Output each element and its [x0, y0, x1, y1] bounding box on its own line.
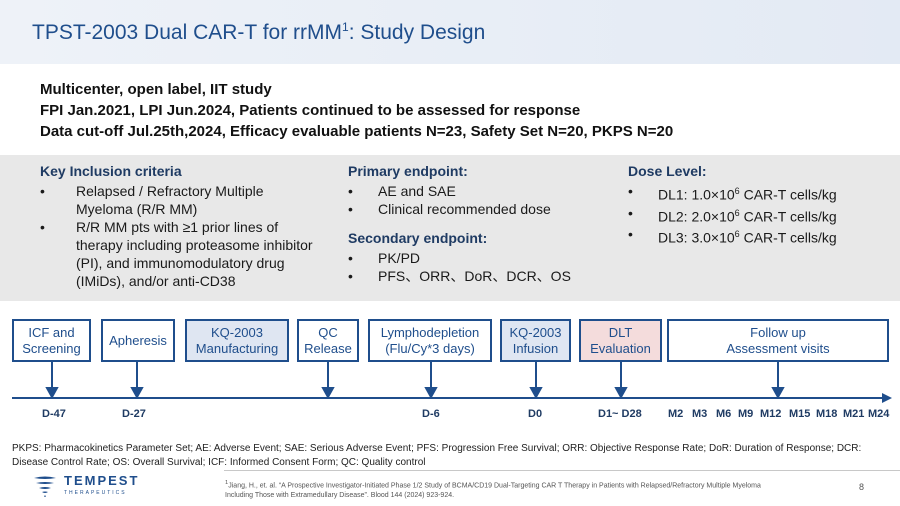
flow-step-line: Assessment visits: [726, 340, 830, 356]
timeline-arrowhead: [882, 393, 892, 403]
flow-step-line: Manufacturing: [195, 340, 279, 356]
timeline-label-d-6: D-6: [422, 408, 440, 420]
timeline-label-m6: M6: [716, 408, 732, 420]
timeline-axis: [12, 362, 892, 403]
timeline-label-m9: M9: [738, 408, 754, 420]
reference-citation: 1Jiang, H., et. al. “A Prospective Inves…: [225, 478, 785, 501]
inclusion-criteria: Key Inclusion criteria Relapsed / Refrac…: [40, 162, 320, 290]
primary-endpoint-item: AE and SAE: [348, 182, 608, 200]
study-summary: Multicenter, open label, IIT study FPI J…: [40, 79, 673, 142]
footer-divider: [224, 470, 900, 471]
arrowhead-d-47: [45, 387, 59, 400]
inclusion-item: Relapsed / Refractory Multiple Myeloma (…: [40, 182, 320, 218]
reference-marker: 1: [225, 480, 229, 486]
tempest-logo-icon: [34, 476, 56, 497]
flow-step-line: KQ-2003: [210, 324, 264, 340]
dose-level-item: DL2: 2.0×106 CAR-T cells/kg: [628, 204, 888, 226]
flow-step-lymphodepletion: Lymphodepletion(Flu/Cy*3 days): [368, 319, 492, 362]
timeline-label-m12: M12: [760, 408, 782, 420]
dose-level-item: DL3: 3.0×106 CAR-T cells/kg: [628, 225, 888, 247]
inclusion-heading: Key Inclusion criteria: [40, 163, 182, 179]
timeline-label-d0: D0: [528, 408, 543, 420]
logo-name: TEMPEST: [64, 473, 140, 488]
title-suffix: : Study Design: [348, 21, 486, 44]
dose-text: DL1: 1.0×10: [658, 186, 735, 203]
timeline-label-m2: M2: [668, 408, 684, 420]
secondary-endpoint-heading: Secondary endpoint:: [348, 230, 488, 246]
timeline-label-m18: M18: [816, 408, 838, 420]
flow-step-apheresis: Apheresis: [101, 319, 175, 362]
timeline-label-m15: M15: [789, 408, 811, 420]
timeline-label-m3: M3: [692, 408, 708, 420]
dose-exponent: 6: [734, 229, 740, 240]
primary-endpoint-heading: Primary endpoint:: [348, 163, 468, 179]
flow-step-line: DLT: [608, 324, 633, 340]
dose-text: DL2: 2.0×10: [658, 208, 735, 225]
abbreviations-note: PKPS: Pharmacokinetics Parameter Set; AE…: [12, 443, 862, 468]
flow-step-line: Lymphodepletion: [380, 324, 480, 340]
dose-exponent: 6: [734, 186, 740, 196]
primary-endpoint-item: Clinical recommended dose: [348, 200, 608, 218]
arrowhead-d-6: [424, 387, 438, 400]
title-main: TPST-2003 Dual CAR-T for rrMM: [32, 21, 343, 44]
dose-unit: CAR-T cells/kg: [739, 186, 837, 203]
dose-exponent: 6: [734, 207, 740, 218]
page-number: 8: [859, 482, 865, 492]
secondary-endpoint-item: PFS、ORR、DoR、DCR、OS: [348, 267, 608, 285]
dose-levels: Dose Level: DL1: 1.0×106 CAR-T cells/kg …: [628, 162, 888, 247]
flow-step-line: Screening: [22, 340, 81, 356]
dose-text: DL3: 3.0×10: [658, 229, 735, 246]
logo-wordmark: TEMPEST THERAPEUTICS: [64, 473, 140, 499]
flow-step-line: Release: [304, 340, 352, 356]
flow-step-line: Follow up: [750, 324, 806, 340]
endpoints: Primary endpoint: AE and SAE Clinical re…: [348, 162, 608, 285]
dose-unit: CAR-T cells/kg: [739, 229, 837, 246]
timeline-label-d1-d28: D1~ D28: [598, 408, 642, 420]
summary-line-2: FPI Jan.2021, LPI Jun.2024, Patients con…: [40, 102, 581, 119]
flow-step-line: KQ-2003: [509, 324, 562, 340]
secondary-endpoint-item: PK/PD: [348, 249, 608, 267]
title-footnote-marker: 1: [342, 20, 349, 34]
arrowhead-follow-up: [771, 387, 785, 400]
arrowhead-qc: [321, 387, 335, 400]
flow-step-line: ICF and: [28, 324, 75, 340]
flow-step-line: (Flu/Cy*3 days): [385, 340, 475, 356]
flow-step-line: QC: [318, 324, 338, 340]
reference-text: Jiang, H., et. al. “A Prospective Invest…: [225, 482, 761, 500]
dose-level-item: DL1: 1.0×106 CAR-T cells/kg: [628, 182, 888, 204]
summary-line-1: Multicenter, open label, IIT study: [40, 81, 272, 98]
title-bar: TPST-2003 Dual CAR-T for rrMM1: Study De…: [0, 0, 900, 64]
timeline-label-d-47: D-47: [42, 408, 66, 420]
page-title: TPST-2003 Dual CAR-T for rrMM1: Study De…: [32, 20, 485, 45]
logo-tagline: THERAPEUTICS: [64, 490, 127, 496]
inclusion-item: R/R MM pts with ≥1 prior lines of therap…: [40, 218, 320, 290]
arrowhead-d0: [529, 387, 543, 400]
arrowhead-d-27: [130, 387, 144, 400]
company-logo: TEMPEST THERAPEUTICS: [32, 474, 139, 500]
flow-step-line: Apheresis: [109, 332, 167, 348]
timeline-label-m24: M24: [868, 408, 890, 420]
summary-line-3: Data cut-off Jul.25th,2024, Efficacy eva…: [40, 123, 674, 140]
arrowhead-dlt: [614, 387, 628, 400]
flow-step-line: Infusion: [512, 340, 559, 356]
timeline-label-d-27: D-27: [122, 408, 146, 420]
dose-unit: CAR-T cells/kg: [739, 208, 837, 225]
dose-heading: Dose Level:: [628, 163, 707, 179]
timeline-label-m21: M21: [843, 408, 865, 420]
flow-step-line: Evaluation: [590, 340, 651, 356]
